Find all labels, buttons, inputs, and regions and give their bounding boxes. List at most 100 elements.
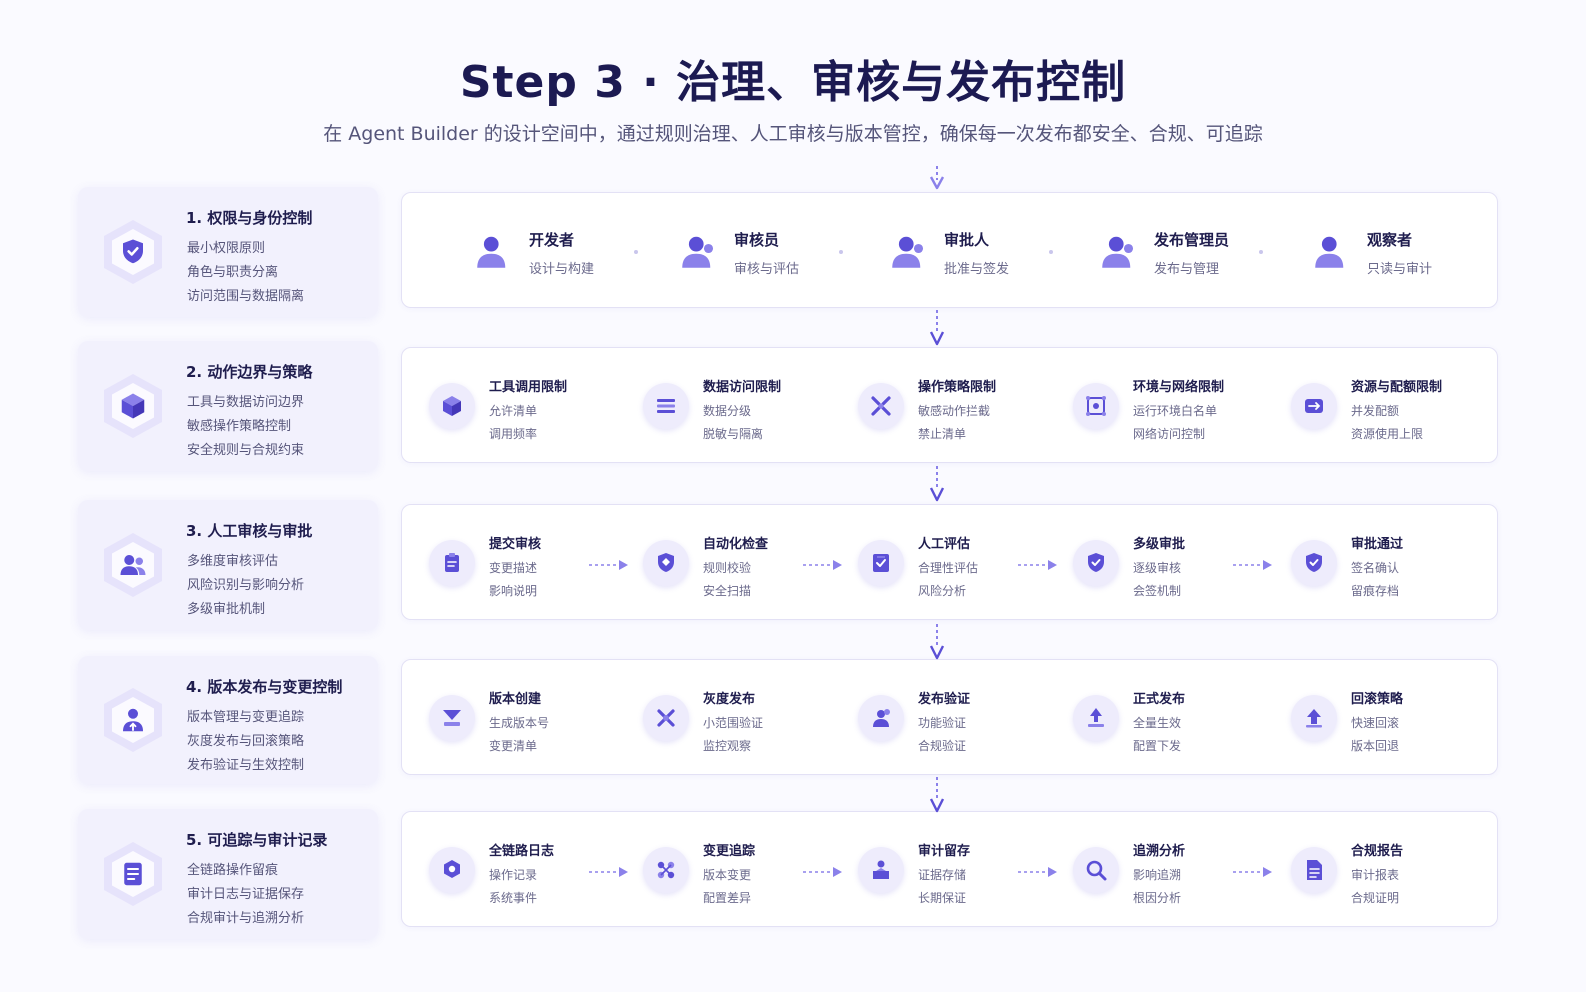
badge-check-icon (1306, 553, 1322, 572)
item-title: 全链路日志 (489, 844, 555, 859)
separator-dot (634, 250, 638, 254)
item-line: 影响说明 (489, 584, 538, 598)
page-subtitle: 在 Agent Builder 的设计空间中，通过规则治理、人工审核与版本管控，… (323, 123, 1263, 145)
section-card: 3. 人工审核与审批多维度审核评估风险识别与影响分析多级审批机制 (78, 500, 378, 630)
item-line: 运行环境白名单 (1133, 404, 1218, 418)
arrow-right-icon (803, 557, 845, 576)
item-title: 合规报告 (1351, 844, 1404, 859)
item-line: 禁止清单 (918, 427, 967, 441)
item-icon-circle (429, 540, 475, 586)
item-icon-circle (1073, 383, 1119, 429)
release-manager-icon (1097, 231, 1139, 277)
section-title: 4. 版本发布与变更控制 (186, 678, 343, 696)
section-line: 灰度发布与回滚策略 (187, 734, 305, 749)
role-desc: 批准与签发 (944, 262, 1010, 277)
tools-icon (871, 396, 891, 416)
item-line: 风险分析 (918, 584, 967, 598)
approver-icon (887, 231, 929, 277)
section-line: 发布验证与生效控制 (187, 758, 305, 773)
section-icon-hex (104, 220, 162, 284)
item-line: 数据分级 (703, 404, 752, 418)
item-line: 生成版本号 (489, 716, 550, 730)
item-title: 人工评估 (918, 537, 971, 552)
item-title: 提交审核 (489, 537, 542, 552)
item-line: 证据存储 (918, 868, 967, 882)
role-desc: 发布与管理 (1154, 262, 1220, 277)
item-line: 全量生效 (1133, 716, 1182, 730)
clipboard-icon (445, 553, 459, 572)
arrow-down-icon (929, 775, 945, 817)
item-line: 合规证明 (1351, 891, 1400, 905)
upload-icon (1306, 709, 1322, 728)
item-line: 网络访问控制 (1133, 427, 1206, 441)
item-line: 调用频率 (489, 427, 538, 441)
section-line: 角色与职责分离 (187, 265, 279, 280)
log-icon (444, 860, 460, 878)
item-icon-circle (858, 540, 904, 586)
item-title: 环境与网络限制 (1133, 380, 1225, 395)
item-icon-circle (429, 695, 475, 741)
item-line: 会签机制 (1133, 584, 1182, 598)
process-row-card: 提交审核变更描述影响说明自动化检查规则校验安全扫描人工评估合理性评估风险分析多级… (401, 504, 1498, 620)
section-icon-hex (104, 374, 162, 438)
section-line: 工具与数据访问边界 (187, 395, 305, 410)
item-line: 允许清单 (489, 404, 538, 418)
item-icon-circle (858, 847, 904, 893)
item-title: 正式发布 (1133, 692, 1186, 707)
item-icon-circle (1073, 540, 1119, 586)
item-line: 配置下发 (1133, 739, 1182, 753)
separator-dot (1049, 250, 1053, 254)
item-line: 功能验证 (918, 716, 967, 730)
item-line: 规则校验 (703, 561, 752, 575)
arrow-right-icon (589, 864, 631, 883)
item-title: 多级审批 (1133, 537, 1186, 552)
observer-icon (1310, 231, 1352, 277)
item-title: 审批通过 (1351, 537, 1404, 552)
user-upload-icon (123, 708, 143, 732)
item-title: 工具调用限制 (489, 380, 568, 395)
item-icon-circle (429, 847, 475, 893)
section-line: 合规审计与追溯分析 (187, 911, 305, 926)
section-line: 风险识别与影响分析 (187, 578, 305, 593)
item-icon-circle (858, 695, 904, 741)
item-line: 变更描述 (489, 561, 538, 575)
item-title: 操作策略限制 (918, 380, 997, 395)
item-line: 长期保证 (918, 891, 967, 905)
item-icon-circle (1291, 383, 1337, 429)
arrow-down-icon (929, 166, 945, 190)
archive-icon (873, 860, 889, 879)
item-icon-circle (1291, 540, 1337, 586)
shield-check-icon (123, 239, 143, 264)
item-icon-circle (643, 540, 689, 586)
page-title: Step 3 · 治理、审核与发布控制 (459, 57, 1127, 108)
item-line: 逐级审核 (1133, 561, 1182, 575)
arrow-down-icon (929, 464, 945, 506)
item-title: 数据访问限制 (703, 380, 782, 395)
shield-check-icon (1088, 553, 1104, 572)
item-line: 变更清单 (489, 739, 538, 753)
role-desc: 只读与审计 (1367, 262, 1433, 277)
item-line: 安全扫描 (703, 584, 752, 598)
item-icon-circle (1291, 847, 1337, 893)
deploy-icon (1088, 708, 1104, 727)
item-line: 系统事件 (489, 891, 538, 905)
shield-scan-icon (658, 553, 674, 572)
arrow-right-icon (1018, 557, 1060, 576)
separator-dot (1259, 250, 1263, 254)
canary-icon (657, 709, 675, 727)
item-line: 审计报表 (1351, 868, 1400, 882)
network-icon (1086, 396, 1106, 416)
section-line: 多维度审核评估 (187, 554, 279, 569)
item-icon-circle (1073, 695, 1119, 741)
item-icon-circle (643, 383, 689, 429)
item-title: 发布验证 (918, 692, 971, 707)
section-line: 最小权限原则 (187, 241, 266, 256)
item-line: 操作记录 (489, 868, 538, 882)
arrow-right-icon (1233, 557, 1275, 576)
process-row-card: 全链路日志操作记录系统事件变更追踪版本变更配置差异审计留存证据存储长期保证追溯分… (401, 811, 1498, 927)
section-card: 1. 权限与身份控制最小权限原则角色与职责分离访问范围与数据隔离 (78, 187, 378, 317)
item-title: 变更追踪 (703, 844, 756, 859)
section-title: 3. 人工审核与审批 (186, 522, 313, 540)
section-card: 2. 动作边界与策略工具与数据访问边界敏感操作策略控制安全规则与合规约束 (78, 341, 378, 471)
item-line: 资源使用上限 (1351, 427, 1424, 441)
